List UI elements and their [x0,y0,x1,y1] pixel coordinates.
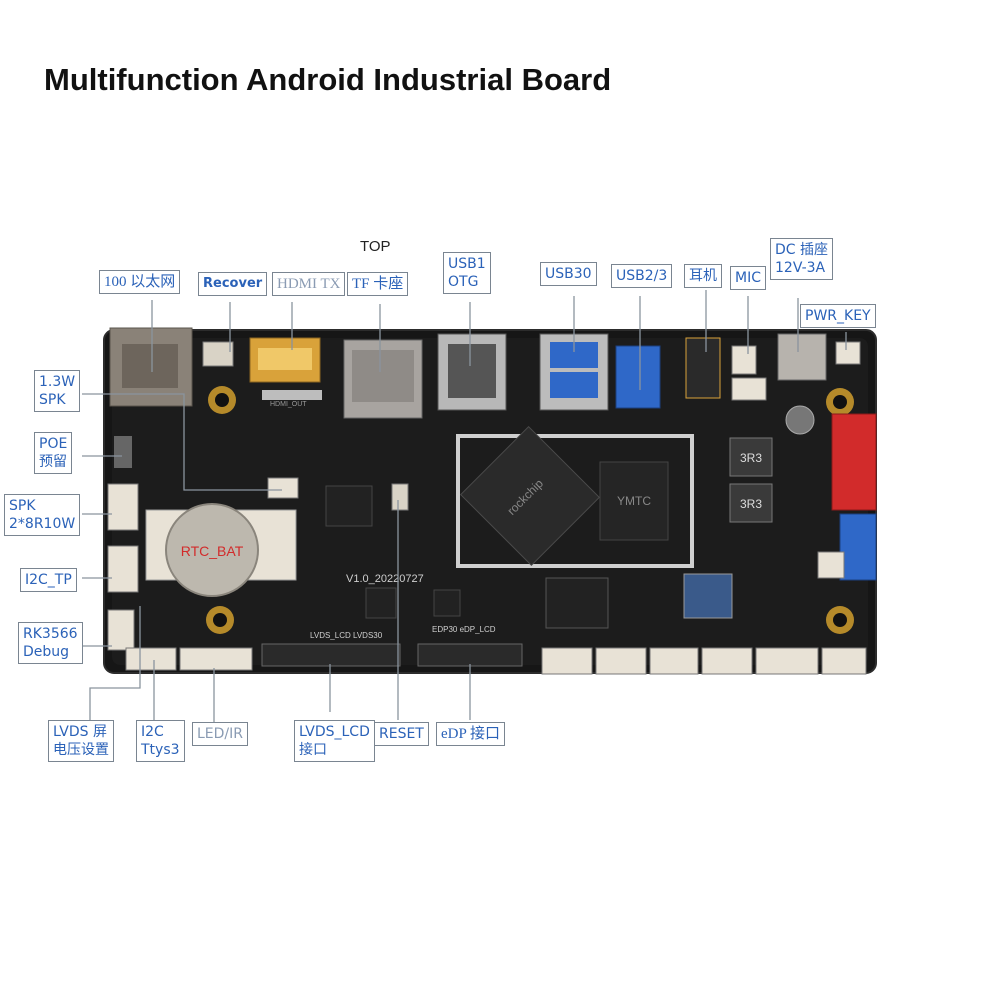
version-silk: V1.0_20220727 [346,573,424,585]
inductor-1-text: 3R3 [740,451,762,465]
small-chip-2 [365,587,397,619]
dc-jack [777,333,827,381]
label-dc-jack: DC 插座 12V-3A [770,238,834,280]
usb23-header [615,345,661,409]
label-hdmi-tx: HDMI TX [272,272,346,296]
label-edp: eDP 接口 [436,722,506,746]
shield-frame [456,434,694,568]
lvds-header [261,643,401,667]
memory-chip [545,577,609,629]
rtc-battery [165,503,259,597]
label-debug: RK3566 Debug [18,622,83,664]
top-side-label: TOP [360,238,391,255]
flash-chip-text: YMTC [617,494,651,508]
label-pwr-key: PWR_KEY [800,304,876,328]
wifi-module [683,573,733,619]
label-ethernet: 100 以太网 [99,270,181,294]
label-usb1-otg: USB1 OTG [443,252,491,294]
white-side-connector [817,551,845,579]
label-lvds-lcd: LVDS_LCD 接口 [294,720,375,762]
label-spk-13w: 1.3W SPK [34,370,81,412]
bottom-connector-5 [649,647,699,675]
label-lvds-voltage: LVDS 屏 电压设置 [48,720,114,762]
label-i2c-ttys3: I2C Ttys3 [136,720,185,762]
lvds-silk: LVDS_LCD LVDS30 [310,631,383,640]
label-tf-slot: TF 卡座 [347,272,409,296]
small-chip-3 [433,589,461,617]
bottom-connector-3 [541,647,593,675]
bottom-connector-4 [595,647,647,675]
inductor-2-text: 3R3 [740,497,762,511]
edp-silk: EDP30 eDP_LCD [432,625,496,634]
bottom-connector-1 [125,647,177,671]
hdmi-out-silk: HDMI_OUT [270,401,307,408]
bottom-connector-2 [179,647,253,671]
spk-connector [107,483,139,531]
label-i2c-tp: I2C_TP [20,568,77,592]
ethernet-port-slot [122,344,178,388]
capacitor [785,405,815,435]
label-usb30: USB30 [540,262,597,286]
rockchip-soc [459,425,601,567]
label-mic: MIC [730,266,766,290]
red-power-connector [831,413,877,511]
small-chip-1 [325,485,373,527]
power-key-part [835,341,861,365]
i2c-tp-connector [107,545,139,593]
earphone-jack [685,337,721,399]
inductor-2 [729,483,773,523]
leader-lines [82,290,847,722]
label-poe: POE 预留 [34,432,73,474]
hdmi-connector-strip [262,390,322,400]
bottom-connector-6 [701,647,753,675]
rtc-bat-text: RTC_BAT [181,543,244,559]
blue-side-connector [839,513,877,581]
label-reset: RESET [374,722,429,746]
debug-connector [107,609,135,651]
bottom-connector-7 [755,647,819,675]
label-spk-2x8: SPK 2*8R10W [4,494,81,536]
mic-connector [731,345,757,375]
poe-header [114,436,132,468]
bottom-connector-8 [821,647,867,675]
label-led-ir: LED/IR [192,722,248,746]
inductor-1 [729,437,773,477]
spk-13w-connector [267,477,299,499]
reset-button-part [391,483,409,511]
mic-connector-2 [731,377,767,401]
flash-chip [599,461,669,541]
label-usb23: USB2/3 [611,264,673,288]
recover-button-part [202,341,234,367]
page-title: Multifunction Android Industrial Board [44,62,612,97]
label-earphone: 耳机 [684,264,722,288]
label-recover: Recover [198,272,268,296]
edp-header [417,643,523,667]
